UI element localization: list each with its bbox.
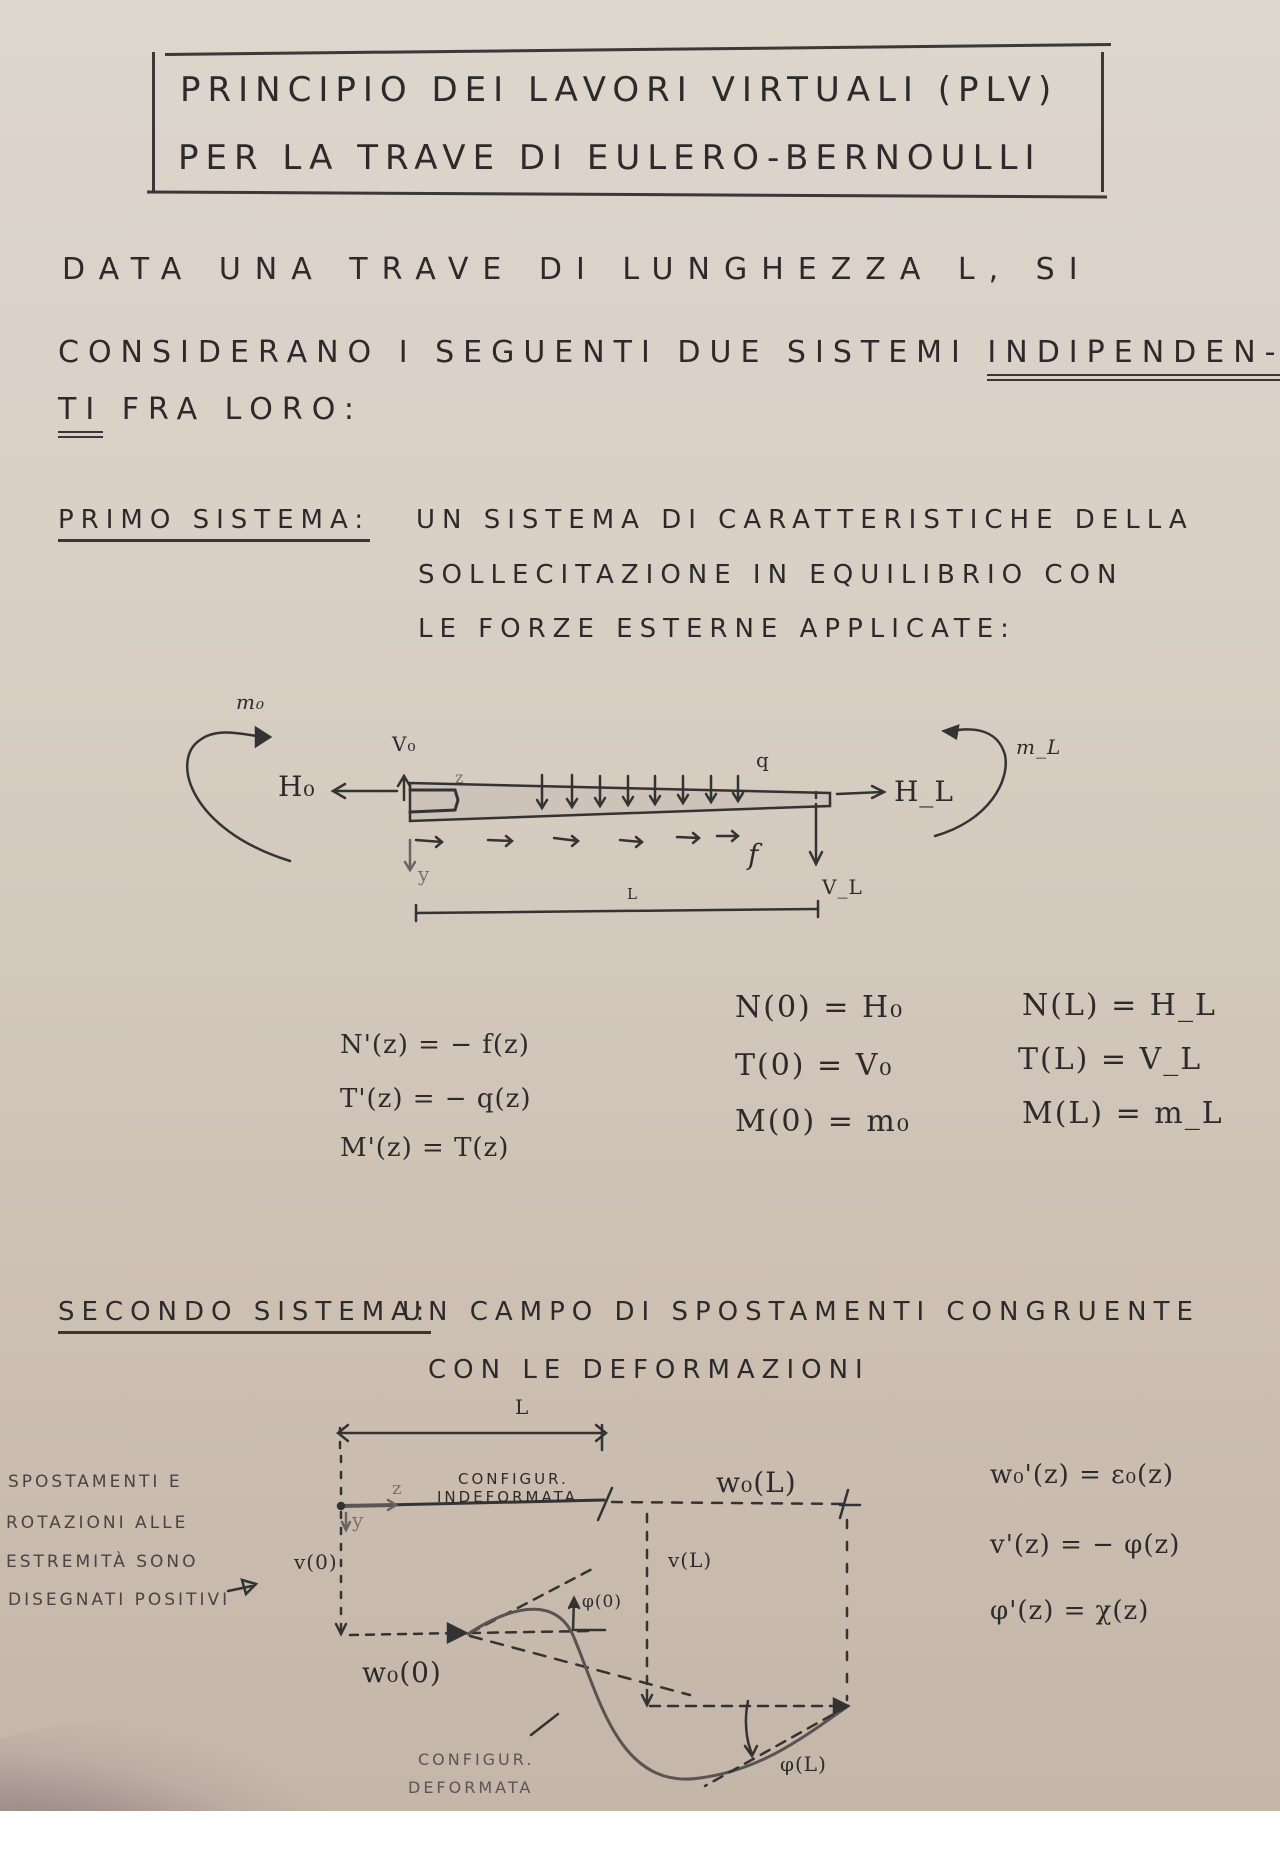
secondo-sistema-desc-2: CON LE DEFORMAZIONI — [428, 1355, 870, 1385]
moment-m0-arc — [185, 731, 292, 863]
emphasis-indipendenti: INDIPENDEN- — [987, 335, 1280, 381]
equation-N0: N(0) = H₀ — [735, 990, 905, 1025]
label-m0: m₀ — [236, 690, 265, 714]
label-f: f — [748, 838, 760, 871]
title-line-2: PER LA TRAVE DI EULERO-BERNOULLI — [178, 138, 1042, 178]
intro-line-1: DATA UNA TRAVE DI LUNGHEZZA L, SI — [62, 252, 1092, 287]
label-deformed-2: DEFORMATA — [408, 1778, 534, 1797]
primo-sistema-heading: PRIMO SISTEMA: — [58, 505, 371, 542]
label-z-axis-2: z — [392, 1478, 403, 1499]
primo-sistema-desc-2: SOLLECITAZIONE IN EQUILIBRIO CON — [418, 560, 1124, 590]
label-V0: V₀ — [392, 732, 417, 756]
equation-TL: T(L) = V_L — [1018, 1042, 1203, 1077]
label-y-axis: y — [418, 862, 431, 886]
label-v0: v(0) — [294, 1550, 338, 1574]
label-w00: w₀(0) — [362, 1656, 442, 1689]
distributed-load-q-arrows — [535, 773, 745, 811]
label-VL: V_L — [822, 875, 863, 899]
label-L-span: L — [515, 1395, 530, 1419]
label-vL: v(L) — [668, 1548, 713, 1572]
secondo-sistema-heading: SECONDO SISTEMA: — [58, 1297, 432, 1334]
secondo-sistema-desc-1: UN CAMPO DI SPOSTAMENTI CONGRUENTE — [402, 1297, 1200, 1327]
label-w0L: w₀(L) — [716, 1466, 797, 1499]
beam-load-diagram — [185, 724, 1007, 923]
label-L-dimension: L — [627, 885, 638, 903]
equation-v-prime: v'(z) = − φ(z) — [990, 1530, 1181, 1560]
emphasis-ti: TI — [58, 392, 104, 438]
label-q: q — [756, 748, 770, 772]
equation-phi-prime: φ'(z) = χ(z) — [990, 1596, 1150, 1626]
label-HL: H_L — [894, 775, 955, 808]
moment-m0-arrowhead — [254, 725, 273, 749]
label-phi0: φ(0) — [582, 1592, 622, 1612]
side-note-line-1: SPOSTAMENTI E — [8, 1472, 183, 1492]
equation-M0: M(0) = m₀ — [735, 1104, 911, 1139]
label-y-axis-2: y — [352, 1508, 365, 1532]
equation-T0: T(0) = V₀ — [735, 1048, 894, 1083]
primo-sistema-desc-3: LE FORZE ESTERNE APPLICATE: — [418, 614, 1016, 644]
equation-N-prime: N'(z) = − f(z) — [340, 1030, 530, 1060]
title-line-1: PRINCIPIO DEI LAVORI VIRTUALI (PLV) — [180, 70, 1059, 110]
intro-line-3: TI FRA LORO: — [58, 392, 363, 438]
primo-sistema-desc-1: UN SISTEMA DI CARATTERISTICHE DELLA — [416, 505, 1194, 535]
label-phiL: φ(L) — [780, 1752, 827, 1776]
intro-line-2-text: CONSIDERANO I SEGUENTI DUE SISTEMI — [58, 335, 988, 370]
equation-T-prime: T'(z) = − q(z) — [340, 1084, 532, 1114]
label-mL: m_L — [1016, 735, 1062, 759]
title-box — [152, 52, 1104, 192]
label-z-axis: z — [455, 768, 465, 787]
equation-w0-prime: w₀'(z) = ε₀(z) — [990, 1460, 1175, 1490]
intro-line-2: CONSIDERANO I SEGUENTI DUE SISTEMI INDIP… — [58, 335, 1280, 381]
label-deformed-1: CONFIGUR. — [418, 1750, 535, 1769]
side-note-line-4: DISEGNATI POSITIVI — [8, 1590, 231, 1610]
notebook-page: PRINCIPIO DEI LAVORI VIRTUALI (PLV) PER … — [0, 0, 1280, 1811]
equation-M-prime: M'(z) = T(z) — [340, 1133, 510, 1163]
equation-ML: M(L) = m_L — [1022, 1096, 1224, 1131]
equation-NL: N(L) = H_L — [1022, 988, 1217, 1023]
distributed-load-f-arrows — [414, 829, 740, 849]
label-undeformed-1: CONFIGUR. — [458, 1470, 569, 1488]
displacement-field-diagram — [226, 1423, 862, 1788]
side-note-line-3: ESTREMITÀ SONO — [6, 1552, 199, 1572]
label-H0: H₀ — [278, 770, 316, 803]
intro-line-3-text: FRA LORO: — [103, 392, 363, 427]
label-undeformed-2: INDEFORMATA — [437, 1488, 578, 1506]
side-note-line-2: ROTAZIONI ALLE — [6, 1513, 189, 1533]
